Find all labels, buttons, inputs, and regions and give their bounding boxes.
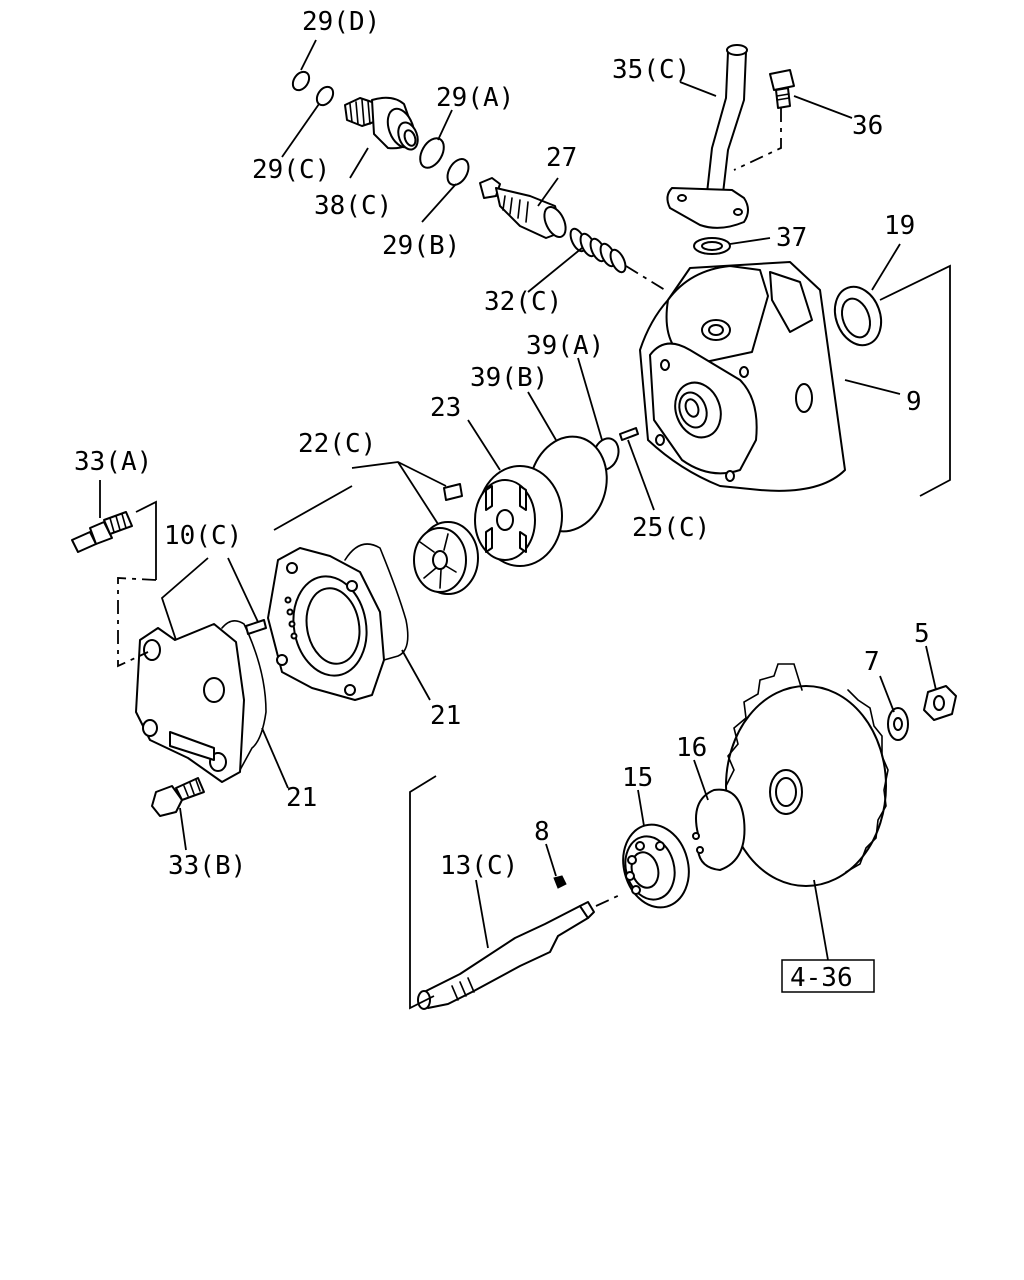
snap-ring-16 <box>692 788 746 871</box>
label-7: 7 <box>864 647 880 677</box>
key-8 <box>553 875 567 889</box>
label-39a: 39(A) <box>526 331 604 361</box>
pump-housing-9 <box>639 261 846 492</box>
shaft-13c <box>417 901 595 1010</box>
bolt-33b <box>151 777 205 817</box>
label-35c: 35(C) <box>612 55 690 85</box>
bolt-36 <box>769 69 795 109</box>
label-39b: 39(B) <box>470 363 548 393</box>
label-13c: 13(C) <box>440 851 518 881</box>
label-23: 23 <box>430 393 461 423</box>
pump-body-21 <box>267 547 385 701</box>
o-ring-29a <box>419 137 445 169</box>
gasket-37 <box>693 237 731 255</box>
stud-33a <box>71 511 133 553</box>
washer-7 <box>887 707 909 741</box>
gasket-21-right <box>344 543 409 661</box>
label-9: 9 <box>906 387 922 417</box>
label-36: 36 <box>852 111 883 141</box>
pin-10c <box>245 619 267 635</box>
pin-25c <box>619 427 639 441</box>
label-21-right: 21 <box>430 701 461 731</box>
pipe-35c <box>666 44 749 229</box>
valve-27 <box>479 177 567 239</box>
o-ring-29c <box>315 85 335 107</box>
label-5: 5 <box>914 619 930 649</box>
reference-box: 4-36 <box>781 959 875 993</box>
reference-label: 4-36 <box>790 963 853 993</box>
leader-lines <box>99 39 951 1010</box>
bearing-15 <box>622 823 690 909</box>
label-15: 15 <box>622 763 653 793</box>
oil-seal-19 <box>833 285 883 347</box>
gasket-21-left <box>221 620 267 771</box>
spring-32c <box>569 227 627 274</box>
label-29a: 29(A) <box>436 83 514 113</box>
label-25c: 25(C) <box>632 513 710 543</box>
part-labels: 29(D) 29(A) 35(C) 36 29(C) 38(C) 27 29(B… <box>74 7 930 881</box>
label-32c: 32(C) <box>484 287 562 317</box>
label-8: 8 <box>534 817 550 847</box>
o-ring-29d <box>291 70 311 92</box>
pump-cover-10c <box>135 623 245 783</box>
label-29b: 29(B) <box>382 231 460 261</box>
fitting-38c <box>344 96 419 151</box>
gear-4-36 <box>725 663 889 887</box>
label-10c: 10(C) <box>164 521 242 551</box>
rotor-22c <box>413 483 479 595</box>
cam-ring-23 <box>474 465 563 567</box>
o-ring-29b <box>446 158 470 186</box>
nut-5 <box>923 685 957 721</box>
label-29d: 29(D) <box>302 7 380 37</box>
label-33a: 33(A) <box>74 447 152 477</box>
label-21-left: 21 <box>286 783 317 813</box>
label-37: 37 <box>776 223 807 253</box>
label-33b: 33(B) <box>168 851 246 881</box>
label-29c: 29(C) <box>252 155 330 185</box>
label-16: 16 <box>676 733 707 763</box>
label-19: 19 <box>884 211 915 241</box>
label-27: 27 <box>546 143 577 173</box>
label-22c: 22(C) <box>298 429 376 459</box>
label-38c: 38(C) <box>314 191 392 221</box>
